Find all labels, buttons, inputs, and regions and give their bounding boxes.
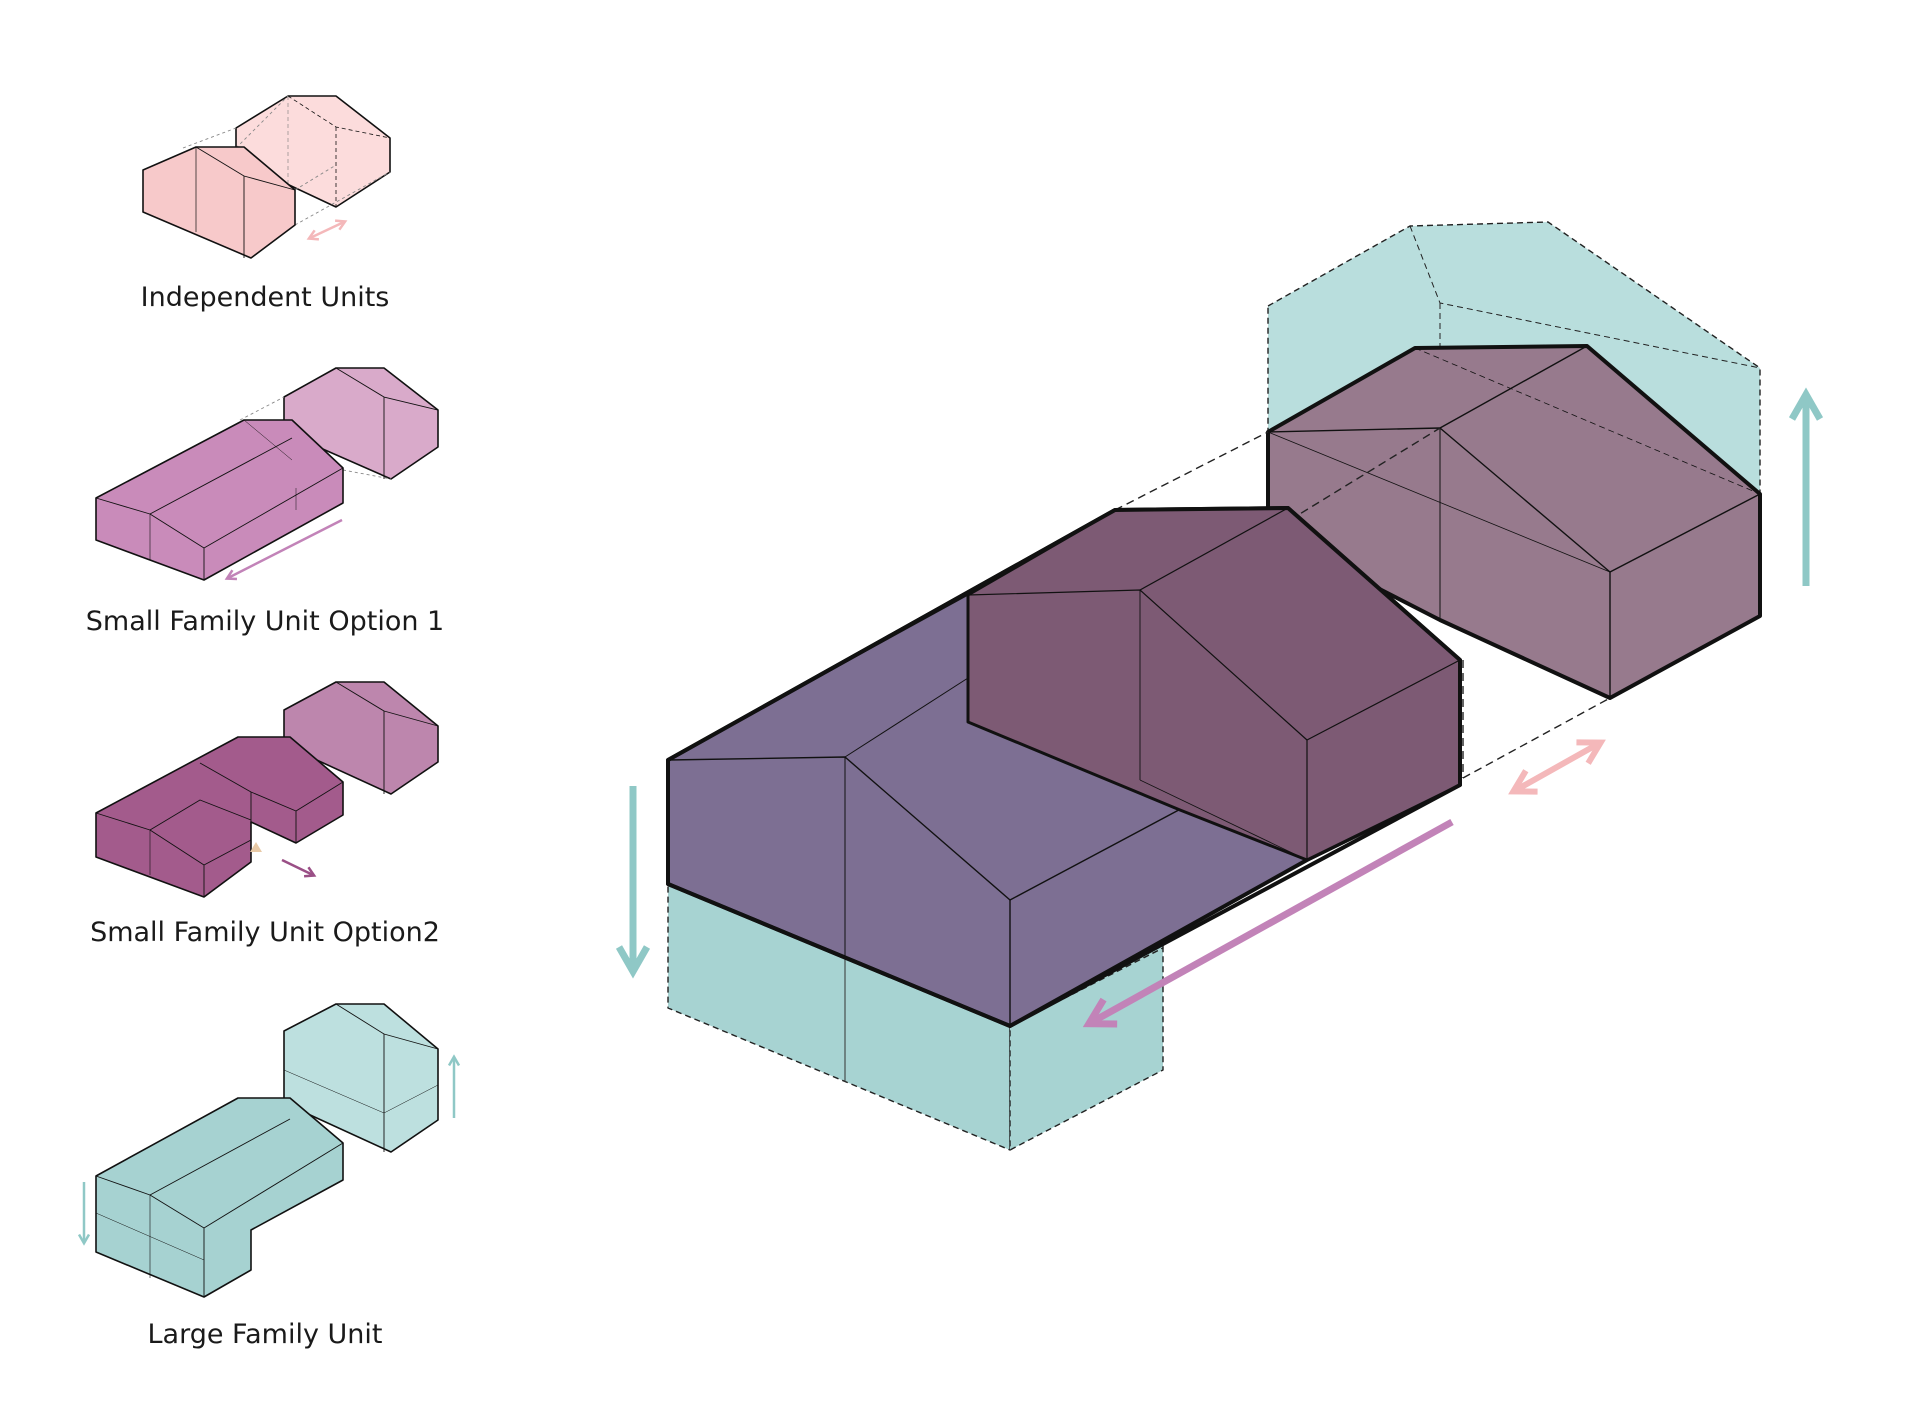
small-family-option-2-diagram	[95, 681, 439, 898]
mauve-arrow-icon	[224, 518, 343, 581]
plum-arrow-icon	[281, 858, 317, 878]
option1-long-house	[95, 419, 344, 581]
caption-large-family-unit: Large Family Unit	[148, 1319, 383, 1350]
pink-double-arrow-icon	[306, 219, 348, 241]
warning-triangle-icon	[250, 842, 262, 852]
large-family-unit-diagram	[77, 1003, 461, 1298]
purple-roof-ridge-line	[667, 594, 969, 761]
large-back-house	[283, 1003, 439, 1153]
large-front-house	[95, 1097, 344, 1298]
caption-small-family-option-2: Small Family Unit Option2	[90, 917, 440, 948]
option1-guides	[239, 396, 392, 480]
purple-unit-outline	[666, 506, 1462, 1028]
small-family-option-1-diagram	[95, 367, 439, 581]
independent-front-house	[142, 146, 296, 259]
independent-units-diagram	[142, 95, 391, 259]
main-pink-double-arrow-icon	[1508, 739, 1606, 795]
independent-guides	[182, 95, 391, 226]
caption-small-family-option-1: Small Family Unit Option 1	[86, 606, 444, 637]
main-diagram	[615, 221, 1824, 1151]
option2-front-houses	[95, 736, 344, 898]
main-arrows	[615, 387, 1824, 1028]
caption-independent-units: Independent Units	[141, 282, 390, 313]
main-mauve-arrow-icon	[1082, 818, 1454, 1028]
